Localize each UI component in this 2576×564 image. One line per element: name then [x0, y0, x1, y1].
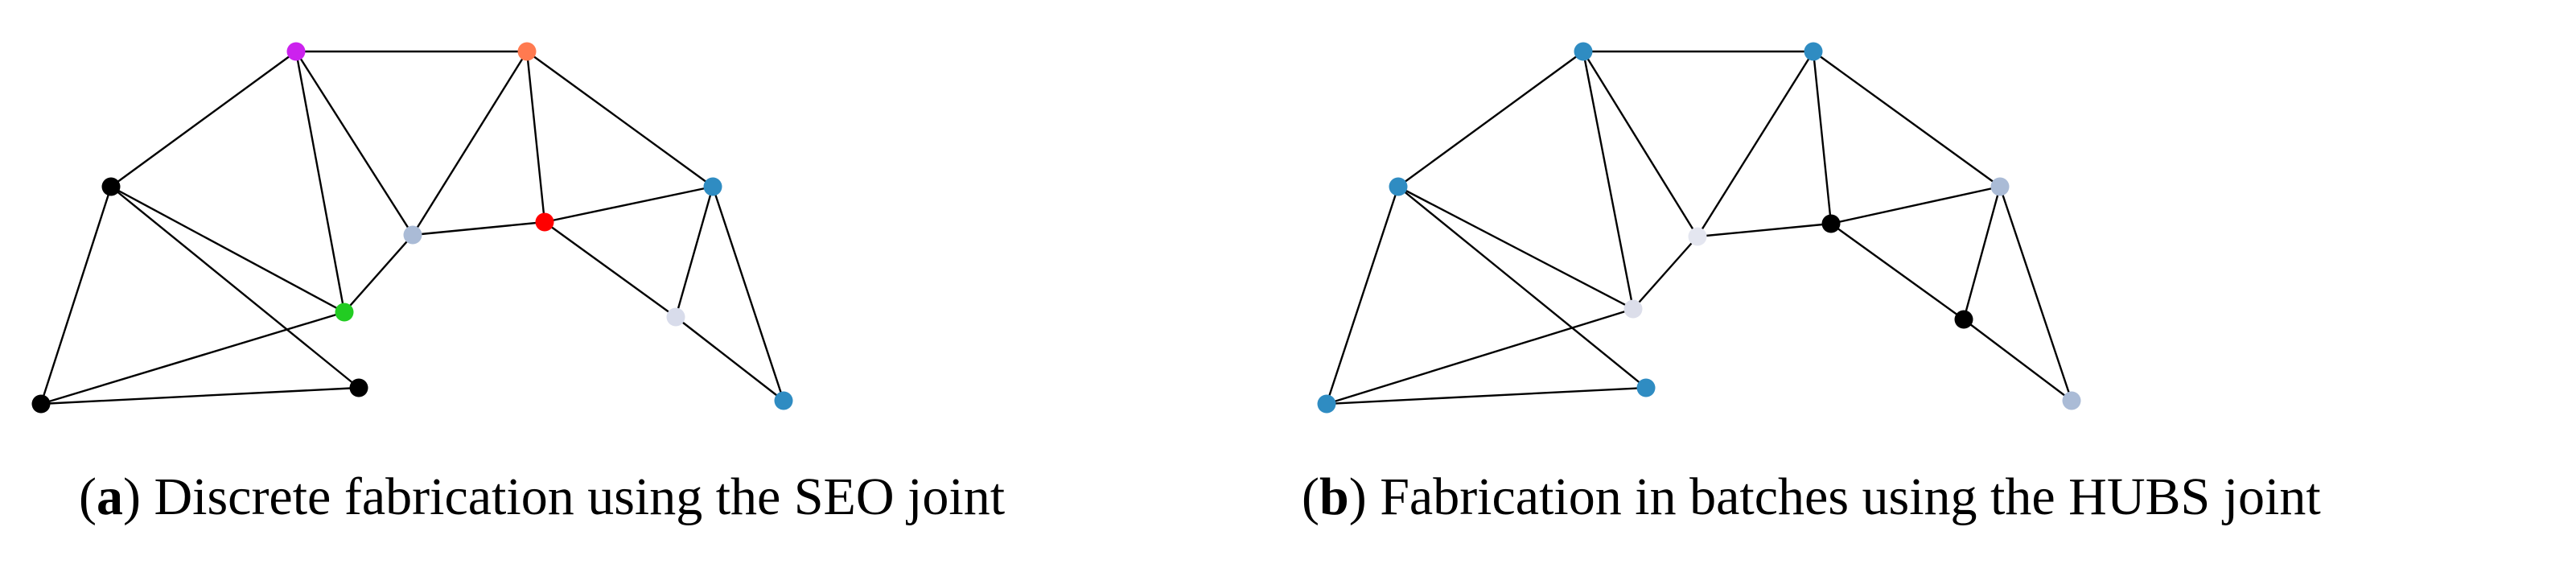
subfig-a-edge-3-9 — [39, 186, 113, 405]
subfig-a-node-10 — [349, 378, 368, 397]
caption-b: (b) Fabrication in batches using the HUB… — [1302, 467, 2321, 526]
subfig-a-edge-1-3 — [110, 51, 297, 187]
subfig-b-node-5 — [1821, 214, 1841, 233]
subfig-b-edge-2-5 — [1812, 51, 1833, 224]
subfig-b-edge-3-10 — [1397, 186, 1647, 389]
subfig-a-node-6 — [703, 177, 722, 196]
subfig-b-node-4 — [1688, 227, 1707, 246]
subfig-a-edge-5-8 — [544, 221, 677, 318]
subfigure-a-edges — [39, 50, 785, 406]
subfig-a-edge-4-7 — [344, 234, 414, 313]
subfig-a-edge-8-11 — [675, 316, 784, 401]
subfigure-b-edges — [1325, 50, 2073, 406]
subfig-a-edge-2-5 — [525, 51, 546, 223]
subfig-b-edge-6-8 — [1962, 186, 2002, 320]
subfigure-b-nodes — [1317, 42, 2081, 414]
subfig-b-node-7 — [1623, 299, 1643, 319]
subfig-b-edge-3-7 — [1397, 185, 1634, 311]
subfig-b-node-9 — [1317, 394, 1336, 414]
subfig-a-node-8 — [666, 307, 685, 327]
subfig-a-edge-9-10 — [40, 386, 360, 406]
subfig-a-edge-7-9 — [40, 311, 345, 406]
subfig-a-node-9 — [31, 394, 51, 414]
subfig-b-edge-1-3 — [1397, 51, 1584, 187]
subfig-b-edge-4-7 — [1632, 236, 1698, 310]
subfig-b-node-10 — [1636, 378, 1656, 397]
subfig-a-edge-6-8 — [674, 186, 714, 318]
subfig-a-node-3 — [101, 177, 121, 196]
subfig-a-edge-2-4 — [411, 51, 529, 236]
subfig-b-edge-5-6 — [1830, 185, 2001, 225]
subfig-a-edge-1-4 — [294, 51, 414, 236]
subfig-a-edge-3-10 — [110, 186, 360, 389]
subfig-a-edge-4-5 — [412, 220, 545, 237]
subfig-b-edge-8-11 — [1963, 319, 2072, 401]
subfig-b-edge-3-9 — [1325, 186, 1400, 405]
caption-a-text: Discrete fabrication using the SEO joint — [154, 467, 1006, 526]
subfig-a-node-2 — [517, 42, 537, 61]
subfig-b-edge-6-11 — [1998, 186, 2073, 401]
subfig-a-node-5 — [535, 212, 554, 232]
subfigure-b-graph — [1317, 42, 2081, 414]
subfig-a-edge-1-7 — [294, 51, 346, 313]
caption-b-text: Fabrication in batches using the HUBS jo… — [1380, 467, 2321, 526]
subfig-b-edge-2-6 — [1813, 51, 2001, 187]
subfig-a-node-1 — [286, 42, 306, 61]
subfig-a-edge-5-6 — [544, 185, 714, 224]
caption-b-letter: b — [1319, 467, 1349, 526]
subfig-b-edge-5-8 — [1830, 223, 1965, 320]
subfig-b-edge-1-4 — [1582, 51, 1699, 237]
caption-a-letter: a — [96, 467, 123, 526]
subfig-b-node-2 — [1804, 42, 1823, 61]
subfig-b-node-11 — [2062, 391, 2081, 410]
subfigure-a-nodes — [31, 42, 793, 414]
subfig-b-edge-9-10 — [1326, 386, 1647, 406]
subfig-b-edge-4-5 — [1697, 222, 1832, 238]
subfig-a-node-11 — [774, 391, 793, 410]
subfigure-a-graph — [31, 42, 793, 414]
subfig-b-node-6 — [1990, 177, 2010, 196]
subfig-a-node-7 — [335, 303, 354, 322]
subfig-a-edge-6-11 — [711, 186, 785, 401]
subfig-a-edge-2-6 — [526, 51, 714, 187]
subfig-a-node-4 — [403, 225, 422, 245]
subfig-b-edge-1-7 — [1582, 51, 1635, 310]
subfig-b-node-8 — [1954, 310, 1973, 329]
subfig-a-edge-3-7 — [110, 185, 345, 314]
subfig-b-node-1 — [1574, 42, 1593, 61]
subfig-b-edge-2-4 — [1696, 51, 1815, 237]
caption-a: (a) Discrete fabrication using the SEO j… — [79, 467, 1006, 526]
subfig-b-node-3 — [1389, 177, 1408, 196]
subfig-b-edge-7-9 — [1326, 307, 1634, 406]
